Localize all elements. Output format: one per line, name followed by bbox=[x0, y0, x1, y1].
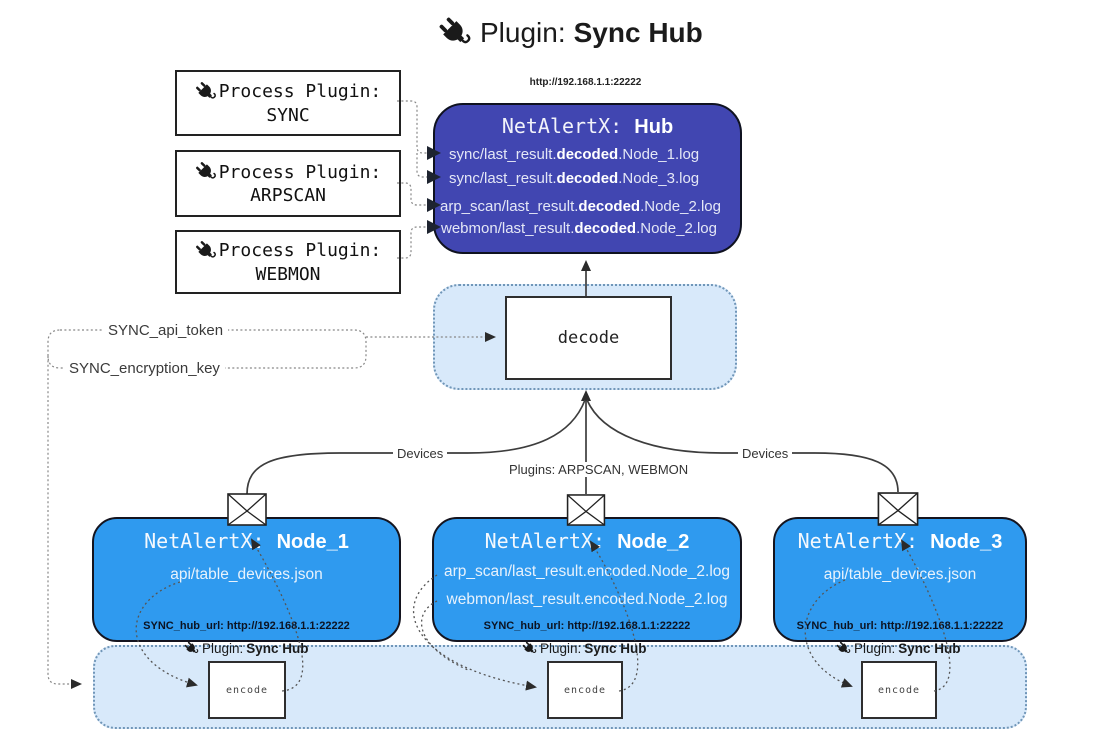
node-hub-url: SYNC_hub_url: http://192.168.1.1:22222 bbox=[796, 620, 1004, 632]
hub-log-line: arp_scan/last_result.decoded.Node_2.log bbox=[440, 198, 721, 215]
page-title: Plugin: Sync Hub bbox=[438, 16, 703, 50]
hub-url-label: http://192.168.1.1:22222 bbox=[529, 77, 642, 88]
plug-icon bbox=[194, 239, 217, 262]
process-plugin-box-sync: Process Plugin: SYNC bbox=[175, 70, 401, 136]
node-title: NetAlertX: Node_1 bbox=[144, 529, 349, 553]
plugin-link-edges bbox=[397, 100, 427, 259]
encoder-plugin-label-2: Plugin:Sync Hub bbox=[522, 641, 647, 656]
encoder-plugin-label-1: Plugin:Sync Hub bbox=[184, 641, 309, 656]
envelope-icon bbox=[566, 494, 606, 526]
hub-log-line: sync/last_result.decoded.Node_3.log bbox=[449, 170, 700, 187]
node-file-line: webmon/last_result.encoded.Node_2.log bbox=[446, 591, 728, 608]
node-file-line: arp_scan/last_result.encoded.Node_2.log bbox=[443, 563, 731, 580]
encode-box-1: encode bbox=[208, 661, 286, 719]
encode-box-3: encode bbox=[861, 661, 937, 719]
node-hub-url: SYNC_hub_url: http://192.168.1.1:22222 bbox=[143, 620, 350, 632]
devices-edge-label-left: Devices bbox=[393, 446, 448, 461]
node-file-line: api/table_devices.json bbox=[823, 566, 977, 583]
process-plugin-name: SYNC bbox=[266, 104, 310, 126]
node-hub-url: SYNC_hub_url: http://192.168.1.1:22222 bbox=[483, 620, 691, 632]
hub-log-line: sync/last_result.decoded.Node_1.log bbox=[449, 146, 700, 163]
encode-box-2: encode bbox=[547, 661, 623, 719]
process-plugin-box-webmon: Process Plugin: WEBMON bbox=[175, 230, 401, 294]
node-title: NetAlertX: Node_2 bbox=[484, 529, 690, 553]
plug-icon bbox=[522, 641, 537, 656]
plug-icon bbox=[438, 16, 472, 50]
process-plugin-name: WEBMON bbox=[255, 263, 321, 285]
page-title-name: Sync Hub bbox=[573, 17, 703, 48]
hub-title-label: NetAlertX: bbox=[501, 114, 623, 138]
process-plugin-name: ARPSCAN bbox=[250, 185, 326, 206]
node-box-3: NetAlertX: Node_3 api/table_devices.json… bbox=[773, 517, 1027, 642]
plug-icon bbox=[836, 641, 851, 656]
hub-log-line: webmon/last_result.decoded.Node_2.log bbox=[441, 220, 717, 237]
decode-box: decode bbox=[505, 296, 672, 380]
hub-box: NetAlertX: Hub sync/last_result.decoded.… bbox=[433, 103, 742, 254]
plug-icon bbox=[184, 641, 199, 656]
node-box-1: NetAlertX: Node_1 api/table_devices.json… bbox=[92, 517, 401, 642]
process-plugin-box-arpscan: Process Plugin: ARPSCAN bbox=[175, 150, 401, 217]
process-plugin-label: Process Plugin: bbox=[218, 161, 382, 183]
devices-edge-label-right: Devices bbox=[738, 446, 793, 461]
node-box-2: NetAlertX: Node_2 arp_scan/last_result.e… bbox=[432, 517, 742, 642]
plugins-edge-label: Plugins: ARPSCAN, WEBMON bbox=[505, 462, 693, 477]
node-file-line: api/table_devices.json bbox=[170, 566, 323, 583]
envelope-icon bbox=[877, 492, 919, 526]
hub-title: NetAlertX: Hub bbox=[435, 114, 740, 139]
encoder-plugin-label-3: Plugin:Sync Hub bbox=[836, 641, 961, 656]
plug-icon bbox=[194, 161, 217, 183]
sync-api-token-label: SYNC_api_token bbox=[103, 322, 229, 339]
process-plugin-label: Process Plugin: bbox=[218, 81, 382, 102]
sync-encryption-key-label: SYNC_encryption_key bbox=[64, 360, 225, 377]
process-plugin-label: Process Plugin: bbox=[218, 240, 382, 261]
hub-title-name: Hub bbox=[634, 116, 674, 138]
envelope-icon bbox=[227, 493, 267, 526]
node-title: NetAlertX: Node_3 bbox=[797, 529, 1003, 553]
page-title-label: Plugin: bbox=[480, 17, 566, 48]
plug-icon bbox=[194, 80, 217, 103]
